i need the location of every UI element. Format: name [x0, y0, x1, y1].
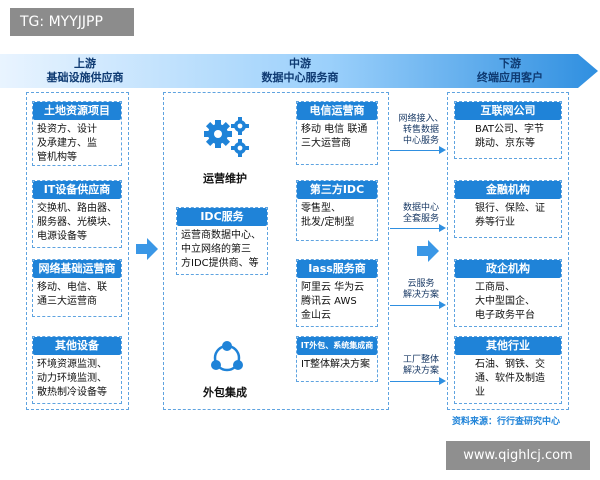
midstream-item-title: 第三方IDC: [297, 181, 377, 199]
midstream-item: IT外包、系统集成商 IT整体解决方案: [296, 336, 378, 382]
downstream-header-line2: 终端应用客户: [477, 71, 543, 84]
arrow-right-icon: [439, 301, 446, 309]
upstream-header: 上游 基础设施供应商: [25, 57, 145, 85]
midstream-header-line1: 中游: [289, 57, 311, 70]
midstream-item-title: Iass服务商: [297, 260, 377, 278]
midstream-item-body: IT整体解决方案: [301, 359, 371, 370]
network-icon: [211, 341, 243, 372]
midstream-header-line2: 数据中心服务商: [261, 71, 339, 84]
upstream-item-title: 网络基础运营商: [33, 260, 121, 278]
downstream-item-body: 工商局、大中型国企、电子政务平台: [475, 282, 535, 321]
midstream-header: 中游 数据中心服务商: [240, 57, 360, 85]
downstream-header-line1: 下游: [499, 57, 521, 70]
upstream-item-title: 土地资源项目: [33, 102, 121, 120]
midstream-panel: [163, 92, 389, 410]
upstream-item: 土地资源项目 投资方、设计及承建方、监管机构等: [32, 101, 122, 166]
arrow-right-icon: [439, 224, 446, 232]
upstream-item-title: 其他设备: [33, 337, 121, 355]
idc-service-title: IDC服务: [177, 208, 267, 226]
downstream-item: 金融机构 银行、保险、证券等行业: [454, 180, 562, 238]
downstream-item-title: 金融机构: [455, 181, 561, 199]
upstream-header-line1: 上游: [74, 57, 96, 70]
upstream-item: 其他设备 环境资源监测、动力环境监测、散热制冷设备等: [32, 336, 122, 404]
midstream-item-body: 移动 电信 联通三大运营商: [301, 124, 368, 149]
downstream-item: 其他行业 石油、钢铁、交通、软件及制造业: [454, 336, 562, 404]
downstream-item: 政企机构 工商局、大中型国企、电子政务平台: [454, 259, 562, 327]
watermark-bottom: www.qighlcj.com: [446, 441, 590, 470]
midstream-item-title: IT外包、系统集成商: [297, 337, 377, 355]
connector-note: 工厂整体解决方案: [402, 355, 439, 376]
source-note: 资料来源：行行查研究中心: [452, 417, 561, 427]
connector-line: [390, 228, 440, 229]
downstream-panel: [447, 92, 569, 410]
idc-service-box: IDC服务 运营商数据中心、中立网络的第三方IDC提供商、等: [176, 207, 268, 275]
midstream-item-body: 零售型、批发/定制型: [301, 203, 355, 228]
upstream-panel: [26, 92, 129, 410]
downstream-item-body: 石油、钢铁、交通、软件及制造业: [475, 359, 545, 398]
downstream-item: 互联网公司 BAT公司、字节跳动、京东等: [454, 101, 562, 159]
upstream-item: 网络基础运营商 移动、电信、联通三大运营商: [32, 259, 122, 317]
connector-note: 数据中心全套服务: [402, 203, 439, 224]
upstream-item-body: 环境资源监测、动力环境监测、散热制冷设备等: [37, 359, 107, 398]
downstream-item-body: 银行、保险、证券等行业: [475, 203, 545, 228]
upstream-item: IT设备供应商 交换机、路由器、服务器、光模块、电源设备等: [32, 180, 122, 248]
downstream-item-title: 互联网公司: [455, 102, 561, 120]
connector-note: 网络接入、转售数据中心服务: [398, 114, 444, 146]
flow-arrow-icon: [417, 240, 439, 262]
upstream-item-body: 投资方、设计及承建方、监管机构等: [37, 124, 97, 163]
connector-line: [390, 150, 440, 151]
upstream-item-title: IT设备供应商: [33, 181, 121, 199]
connector-note: 云服务解决方案: [402, 279, 439, 300]
midstream-item: 第三方IDC 零售型、批发/定制型: [296, 180, 378, 241]
upstream-item-body: 移动、电信、联通三大运营商: [37, 282, 107, 307]
upstream-item-body: 交换机、路由器、服务器、光模块、电源设备等: [37, 203, 117, 242]
downstream-item-body: BAT公司、字节跳动、京东等: [475, 124, 545, 149]
downstream-header: 下游 终端应用客户: [450, 57, 570, 85]
flow-arrow-icon: [136, 238, 158, 260]
arrow-right-icon: [439, 377, 446, 385]
ops-label: 运营维护: [203, 172, 247, 185]
downstream-item-title: 其他行业: [455, 337, 561, 355]
header-banner-arrow: [0, 54, 598, 88]
arrow-right-icon: [439, 146, 446, 154]
downstream-item-title: 政企机构: [455, 260, 561, 278]
connector-line: [390, 381, 440, 382]
midstream-item-title: 电信运营商: [297, 102, 377, 120]
watermark-top: TG: MYYJJPP: [10, 8, 134, 36]
gears-icon: [204, 117, 249, 157]
upstream-header-line2: 基础设施供应商: [46, 71, 124, 84]
connector-line: [390, 305, 440, 306]
midstream-item: 电信运营商 移动 电信 联通三大运营商: [296, 101, 378, 165]
outsource-label: 外包集成: [203, 386, 247, 399]
idc-service-body: 运营商数据中心、中立网络的第三方IDC提供商、等: [181, 230, 261, 269]
